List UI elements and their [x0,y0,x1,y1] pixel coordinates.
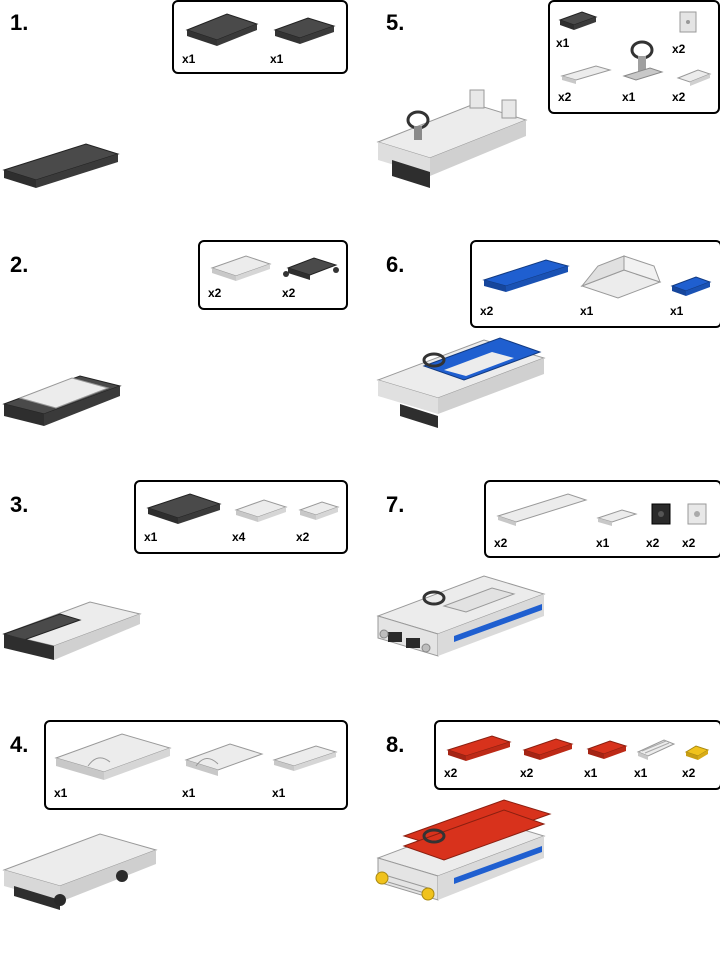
part-qty: x2 [444,766,458,780]
part-blue-plate-1x2 [670,276,712,296]
step-number: 7. [386,492,405,517]
part-white-plate-2x3 [210,255,272,281]
part-qty: x2 [296,530,310,544]
part-dark-grey-wheel-holder [283,257,339,280]
step-number: 8. [386,732,405,757]
part-yellow-round-plate [684,745,710,760]
step-number: 4. [10,732,29,757]
part-white-slope-windscreen [580,255,662,299]
step-number: 3. [10,492,29,517]
part-red-plate-1x3 [522,738,574,760]
part-qty: x1 [622,90,636,104]
parts-list-box: x2 x2 [198,240,348,310]
part-white-plate-1x4 [272,745,338,771]
step-1-build-image [2,143,120,188]
part-blue-plate-1x6 [482,259,570,292]
part-qty: x1 [634,766,648,780]
part-dark-grey-plate-1x2 [558,11,598,30]
parts-list-box: x2 x1 x2 x2 [484,480,720,558]
part-qty: x1 [270,52,284,66]
step-6-build-image [376,337,546,428]
part-qty: x2 [672,90,686,104]
step-4-build-image [2,833,158,910]
part-qty: x1 [580,304,594,318]
part-dark-grey-plate-2x6 [185,13,259,46]
part-white-brick-1x1-headlight [687,503,707,525]
part-dark-grey-plate-2x4 [273,17,336,44]
part-white-bracket [679,11,697,33]
step-2-build-image [2,375,122,426]
part-white-plate-1x2 [596,509,638,526]
part-dark-grey-plate-2x4 [146,493,222,524]
part-qty: x2 [494,536,508,550]
part-qty: x4 [232,530,246,544]
part-qty: x1 [54,786,68,800]
step-number: 5. [386,10,405,35]
step-number: 6. [386,252,405,277]
part-qty: x2 [672,42,686,56]
part-white-slope [676,69,712,86]
part-qty: x2 [208,286,222,300]
part-red-plate-1x4 [446,735,512,761]
step-number: 2. [10,252,29,277]
part-qty: x2 [682,536,696,550]
part-red-plate-1x2 [586,740,628,759]
part-qty: x2 [480,304,494,318]
step-8-build-image [375,799,552,901]
parts-list-box: x1 x1 [172,0,348,74]
part-qty: x2 [646,536,660,550]
part-qty: x2 [682,766,696,780]
parts-list-box: x1 x4 x2 [134,480,348,554]
part-qty: x2 [558,90,572,104]
part-white-mudguard-4x6 [54,733,172,780]
part-white-arch-plate [184,743,264,776]
parts-list-box: x1 x2 x2 x1 x2 [548,0,720,114]
parts-list-box: x1 x1 x1 [44,720,348,810]
parts-list-box: x2 x2 x1 x1 x2 [434,720,720,790]
part-white-plate-1x6 [496,493,588,526]
part-white-plate-2x3 [234,499,288,522]
step-3-build-image [2,601,142,660]
part-qty: x1 [596,536,610,550]
part-qty: x1 [182,52,196,66]
step-5-build-image [376,89,528,188]
part-qty: x1 [584,766,598,780]
part-qty: x1 [556,36,570,50]
part-qty: x1 [272,786,286,800]
step-7-build-image [376,575,546,657]
part-white-plate-1x2 [298,501,340,520]
part-qty: x1 [182,786,196,800]
part-qty: x2 [282,286,296,300]
part-qty: x1 [144,530,158,544]
part-qty: x1 [670,304,684,318]
part-black-brick-1x1-headlight [651,503,671,525]
part-white-grille-tile [636,739,676,760]
part-white-plate-1x4 [560,65,612,84]
step-number: 1. [10,10,29,35]
part-qty: x2 [520,766,534,780]
parts-list-box: x2 x1 x1 [470,240,720,328]
part-steering-wheel-stand [622,40,664,81]
